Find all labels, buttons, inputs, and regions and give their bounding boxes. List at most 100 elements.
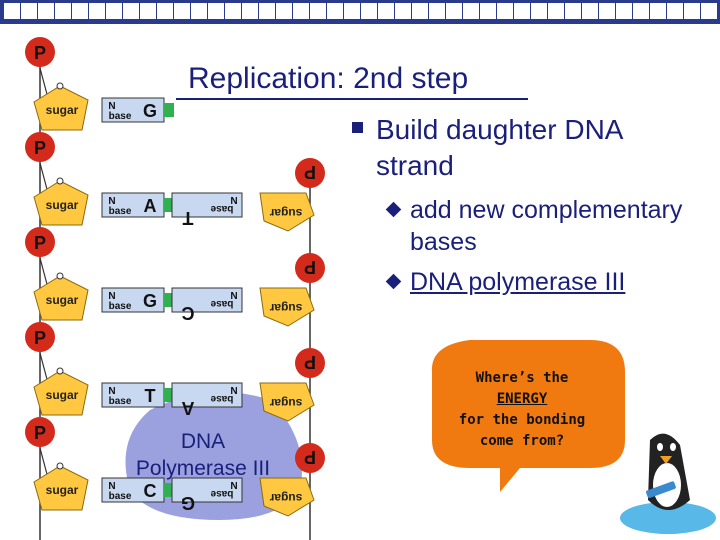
- base-tab: [164, 103, 174, 117]
- sugar-label: sugar: [46, 198, 79, 212]
- sugar-template: [33, 465, 89, 511]
- base-box-template: [101, 97, 165, 123]
- phosphate-label: P: [34, 328, 46, 348]
- topbar-square: [650, 3, 666, 19]
- bond-line: [39, 447, 49, 479]
- topbar-square: [497, 3, 513, 19]
- phosphate-template: [25, 417, 55, 447]
- template-base-letter: G: [143, 101, 157, 121]
- base-label: base: [210, 298, 233, 309]
- base-label: base: [109, 301, 132, 312]
- sugar-label: sugar: [269, 206, 302, 220]
- sugar-label: sugar: [46, 388, 79, 402]
- sugar-label: sugar: [46, 293, 79, 307]
- topbar-square: [106, 3, 122, 19]
- sub-bullet-2-text: DNA polymerase III: [410, 268, 626, 296]
- base-label: base: [210, 393, 233, 404]
- sugar-label: sugar: [269, 396, 302, 410]
- daughter-base-letter: C: [182, 303, 195, 323]
- base-n-label: N: [230, 479, 237, 490]
- sugar-daughter: [259, 287, 315, 327]
- sugar-label: sugar: [269, 491, 302, 505]
- base-box-daughter: [171, 287, 243, 313]
- base-box-template: [101, 287, 165, 313]
- sub-bullet-1-text: add new complementary bases: [410, 196, 683, 256]
- topbar-square: [616, 3, 632, 19]
- sugar-template: [33, 275, 89, 321]
- topbar-square: [361, 3, 377, 19]
- topbar-square: [582, 3, 598, 19]
- topbar-square: [565, 3, 581, 19]
- phosphate-label: P: [34, 233, 46, 253]
- topbar-square: [684, 3, 700, 19]
- base-n-label: N: [230, 384, 237, 395]
- phosphate-label: P: [34, 423, 46, 443]
- phosphate-daughter: [295, 443, 325, 473]
- topbar-square: [225, 3, 241, 19]
- template-base-letter: C: [144, 481, 157, 501]
- base-label: base: [109, 396, 132, 407]
- phosphate-label: P: [304, 352, 316, 372]
- template-base-letter: T: [145, 386, 156, 406]
- topbar-square: [123, 3, 139, 19]
- carbon-marker: [56, 462, 64, 470]
- phosphate-label: P: [304, 447, 316, 467]
- topbar-square: [446, 3, 462, 19]
- topbar-square: [310, 3, 326, 19]
- sugar-template: [33, 370, 89, 416]
- phosphate-daughter: [295, 158, 325, 188]
- phosphate-template: [25, 132, 55, 162]
- topbar-square: [140, 3, 156, 19]
- callout-line1: Where’s the: [475, 370, 569, 386]
- base-n-label: N: [108, 481, 115, 492]
- bond-line: [39, 67, 49, 99]
- daughter-base-letter: T: [183, 208, 194, 228]
- topbar-square: [514, 3, 530, 19]
- topbar-square: [293, 3, 309, 19]
- base-n-label: N: [230, 194, 237, 205]
- base-tab: [164, 293, 174, 307]
- base-box-daughter: [171, 382, 243, 408]
- base-n-label: N: [230, 289, 237, 300]
- sugar-label: sugar: [46, 483, 79, 497]
- sugar-daughter: [259, 192, 315, 232]
- phosphate-label: P: [34, 138, 46, 158]
- topbar-square: [548, 3, 564, 19]
- callout-line3: for the bonding: [458, 412, 586, 428]
- topbar-square: [480, 3, 496, 19]
- topbar-square: [599, 3, 615, 19]
- topbar-square: [412, 3, 428, 19]
- phosphate-template: [25, 322, 55, 352]
- topbar-square: [327, 3, 343, 19]
- topbar-square: [157, 3, 173, 19]
- daughter-base-letter: A: [182, 398, 195, 418]
- topbar-square: [276, 3, 292, 19]
- daughter-base-letter: G: [181, 493, 195, 513]
- phosphate-label: P: [304, 257, 316, 277]
- carbon-marker: [56, 272, 64, 280]
- template-base-letter: G: [143, 291, 157, 311]
- sugar-daughter: [259, 382, 315, 422]
- callout-text: Where’s the ENERGY for the bonding come …: [442, 368, 602, 452]
- phosphate-label: P: [34, 43, 46, 63]
- base-label: base: [109, 206, 132, 217]
- main-bullet-text: Build daughter DNA strand: [376, 114, 622, 181]
- topbar-square: [344, 3, 360, 19]
- carbon-marker: [56, 177, 64, 185]
- base-label: base: [210, 488, 233, 499]
- topbar-square: [89, 3, 105, 19]
- sugar-template: [33, 85, 89, 131]
- callout-bubble: [431, 340, 625, 492]
- base-box-daughter: [171, 477, 243, 503]
- title-underline: [176, 98, 528, 100]
- topbar-square: [21, 3, 37, 19]
- topbar-square: [667, 3, 683, 19]
- enzyme-label-line1: DNA: [180, 430, 226, 453]
- bond-line: [39, 257, 49, 289]
- base-label: base: [109, 111, 132, 122]
- callout-line2: ENERGY: [496, 391, 548, 407]
- base-tab: [164, 483, 174, 497]
- base-n-label: N: [108, 196, 115, 207]
- base-box-daughter: [171, 192, 243, 218]
- template-base-letter: A: [144, 196, 157, 216]
